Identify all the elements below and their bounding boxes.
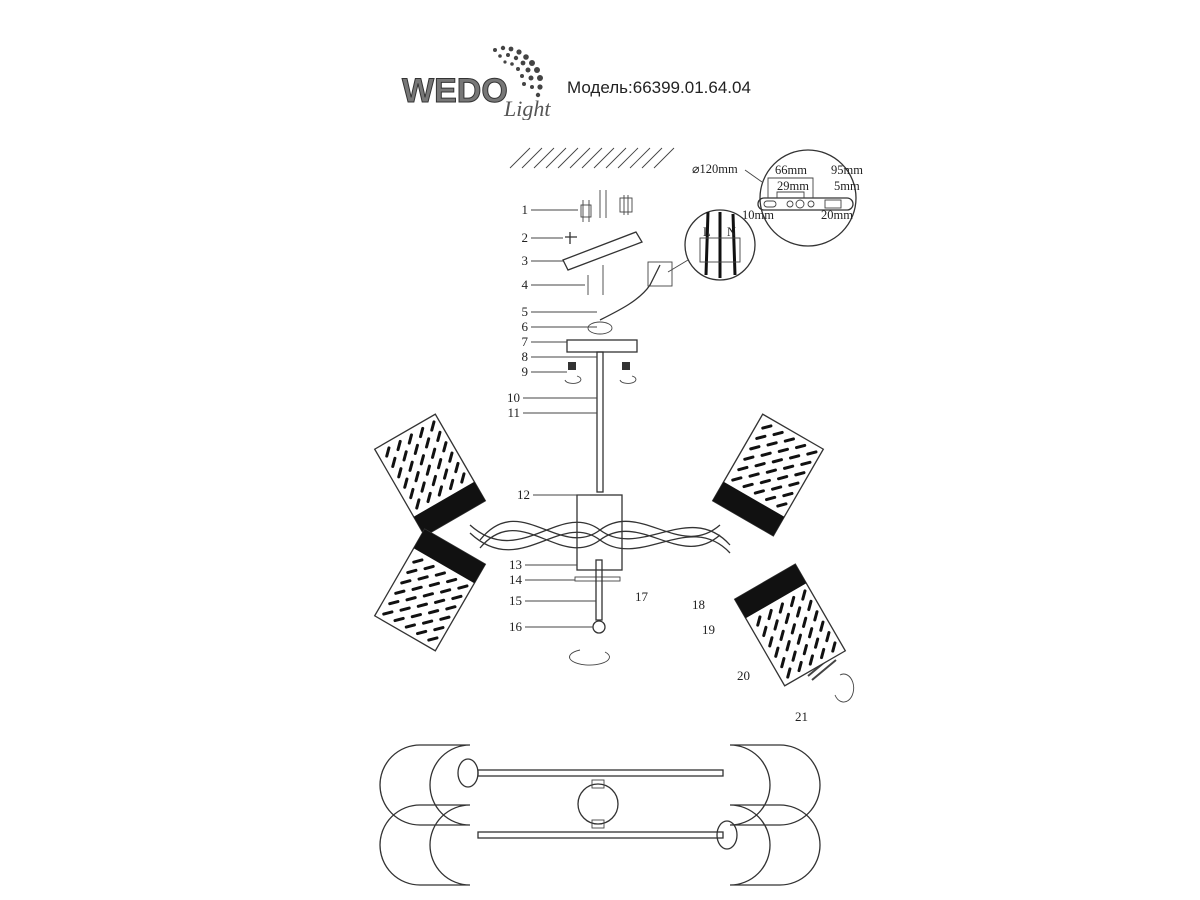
- brand-logo: WEDO Light: [400, 40, 560, 125]
- lamp-shade: [373, 528, 487, 652]
- part-number-5: 5: [522, 304, 529, 319]
- model-number: Модель:66399.01.64.04: [567, 78, 751, 97]
- svg-text:WEDO: WEDO: [402, 72, 508, 110]
- part-number-6: 6: [522, 319, 529, 334]
- dim-95: 95mm: [831, 163, 863, 177]
- neutral-label: N: [727, 225, 736, 239]
- dim-10: 10mm: [742, 208, 774, 222]
- part-number-15: 15: [509, 593, 522, 608]
- mounting-plate-dimensions: ⌀120mm 66mm 29mm 95mm 5mm 10mm 20mm: [692, 149, 863, 247]
- terminal-block-detail: L N: [667, 209, 756, 281]
- lamp-shade: [733, 563, 847, 687]
- part-number-1: 1: [522, 202, 529, 217]
- part-number-2: 2: [522, 230, 529, 245]
- part-number-11: 11: [507, 405, 520, 420]
- live-label: L: [703, 225, 711, 239]
- lamp-shade: [373, 413, 487, 537]
- dim-5: 5mm: [834, 179, 860, 193]
- part-number-20: 20: [737, 668, 750, 683]
- part-number-14: 14: [509, 572, 523, 587]
- part-number-9: 9: [522, 364, 529, 379]
- part-number-21: 21: [795, 709, 808, 724]
- part-number-10: 10: [507, 390, 520, 405]
- ceiling-hatch: [509, 147, 675, 169]
- mounting-hardware: [562, 190, 673, 493]
- dim-29: 29mm: [777, 179, 809, 193]
- part-number-13: 13: [509, 557, 522, 572]
- part-number-17: 17: [635, 589, 649, 604]
- part-number-12: 12: [517, 487, 530, 502]
- lamp-shades: [373, 413, 847, 687]
- part-number-7: 7: [522, 334, 529, 349]
- part-number-18: 18: [692, 597, 705, 612]
- dim-66: 66mm: [775, 163, 807, 177]
- part-number-19: 19: [702, 622, 715, 637]
- part-number-4: 4: [522, 277, 529, 292]
- part-number-16: 16: [509, 619, 523, 634]
- lamp-shade: [711, 413, 825, 537]
- part-number-8: 8: [522, 349, 529, 364]
- svg-text:Light: Light: [503, 96, 551, 120]
- part-number-3: 3: [522, 253, 529, 268]
- diameter-label: ⌀120mm: [692, 162, 738, 176]
- dim-20: 20mm: [821, 208, 853, 222]
- top-view: [379, 744, 821, 886]
